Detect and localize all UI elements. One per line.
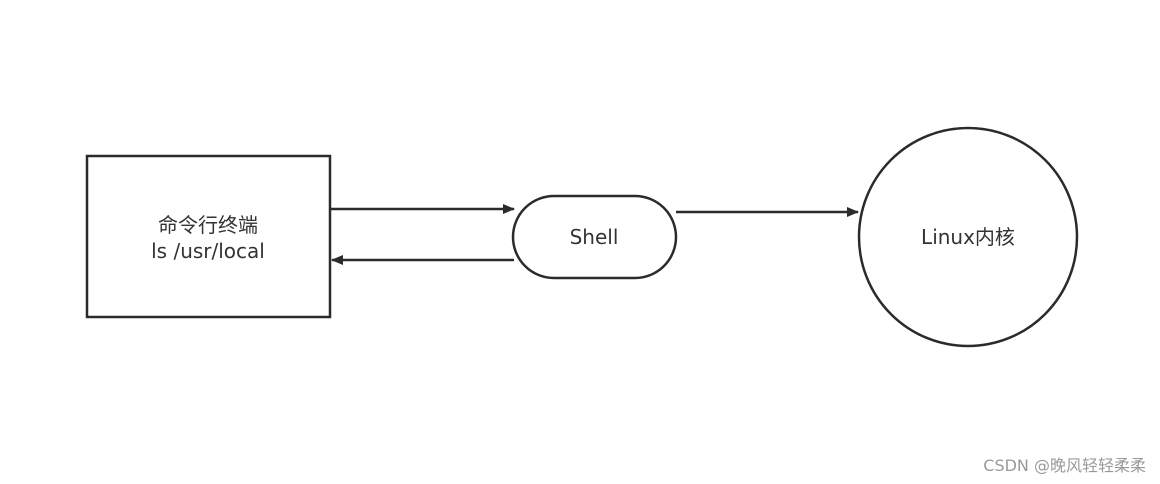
terminal-label-line2: ls /usr/local xyxy=(151,239,265,263)
kernel-node xyxy=(857,126,1079,348)
shell-node xyxy=(511,194,678,280)
terminal-box xyxy=(85,154,332,319)
kernel-label: Linux内核 xyxy=(921,225,1015,249)
terminal-label-line1: 命令行终端 xyxy=(158,213,258,237)
watermark-text: CSDN @晚风轻轻柔柔 xyxy=(983,456,1146,475)
shell-label: Shell xyxy=(570,225,619,249)
